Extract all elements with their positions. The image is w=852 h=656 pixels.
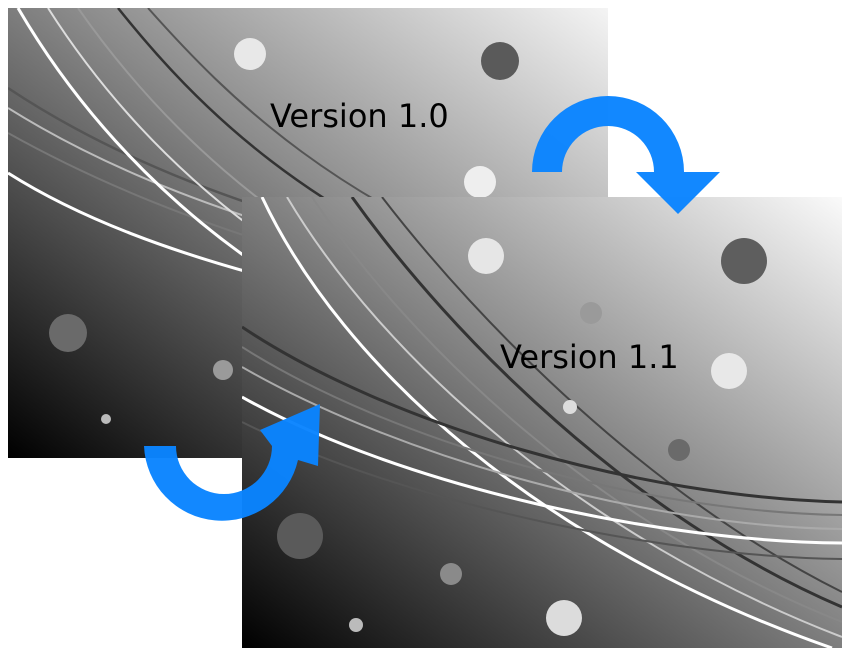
wallpaper-front-art [242, 197, 842, 648]
wallpaper-back-dots [49, 38, 519, 424]
curved-arrow-up-icon [140, 400, 336, 532]
curved-arrow-bottom-path [144, 404, 320, 521]
version-label-front: Version 1.1 [500, 338, 679, 376]
curved-arrow-clockwise-icon [528, 84, 724, 216]
wallpaper-version-1-1: Version 1.1 [242, 197, 842, 648]
curved-arrow-top-shape [532, 96, 720, 214]
wallpaper-front-dots [277, 238, 767, 636]
version-label-back: Version 1.0 [270, 97, 449, 135]
curved-arrow-top-path [532, 96, 720, 214]
curved-arrow-bottom-shape [144, 404, 320, 521]
wallpaper-front-curves [242, 197, 842, 648]
